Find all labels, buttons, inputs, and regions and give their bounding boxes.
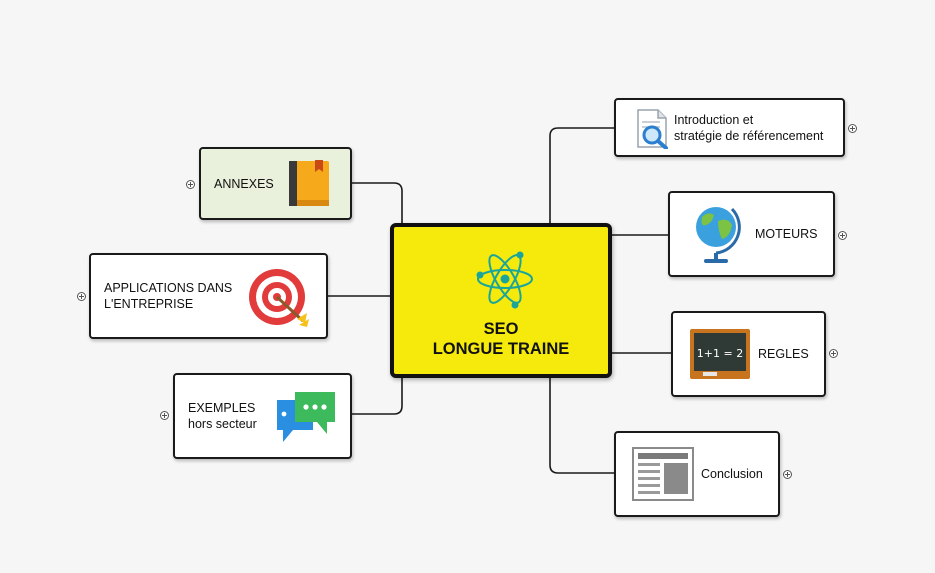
- globe-icon: [696, 207, 741, 263]
- atom-icon: [476, 251, 533, 309]
- topic-label-line: ANNEXES: [214, 176, 274, 191]
- topic-label-line: Introduction et: [674, 112, 754, 127]
- topic-label: ANNEXES: [214, 176, 274, 192]
- document-search-icon: [637, 109, 668, 149]
- topic-label: Introduction et stratégie de référenceme…: [674, 112, 823, 144]
- book-icon: [289, 160, 329, 206]
- target-icon: [249, 269, 309, 327]
- topic-moteurs[interactable]: MOTEURS: [668, 191, 835, 277]
- topic-label: Conclusion: [701, 466, 763, 482]
- topic-applications[interactable]: APPLICATIONS DANS L'ENTREPRISE: [89, 253, 328, 339]
- topic-label-line: APPLICATIONS DANS: [104, 281, 233, 295]
- topic-label: MOTEURS: [755, 226, 818, 242]
- topic-label-line: stratégie de référencement: [674, 128, 824, 143]
- topic-label-line: MOTEURS: [755, 227, 818, 241]
- expand-toggle-conclusion[interactable]: [783, 470, 792, 479]
- chat-bubbles-icon: [277, 392, 335, 442]
- topic-regles[interactable]: 1+1 = 2 REGLES: [671, 311, 826, 397]
- topic-label: REGLES: [758, 346, 809, 362]
- topic-annexes[interactable]: ANNEXES: [199, 147, 352, 220]
- chalkboard-icon: 1+1 = 2: [690, 329, 750, 379]
- central-title-line-2: LONGUE TRAINE: [432, 340, 570, 358]
- central-title: SEO LONGUE TRAINE: [394, 319, 608, 359]
- expand-toggle-exemples[interactable]: [160, 411, 169, 420]
- expand-toggle-regles[interactable]: [829, 349, 838, 358]
- topic-introduction[interactable]: Introduction et stratégie de référenceme…: [614, 98, 845, 157]
- topic-label-line: EXEMPLES: [188, 401, 256, 415]
- central-topic[interactable]: SEO LONGUE TRAINE: [390, 223, 612, 378]
- expand-toggle-moteurs[interactable]: [838, 231, 847, 240]
- chalk-text: 1+1 = 2: [697, 347, 743, 360]
- expand-toggle-annexes[interactable]: [186, 180, 195, 189]
- topic-label-line: L'ENTREPRISE: [104, 297, 194, 311]
- topic-label-line: Conclusion: [701, 467, 763, 481]
- central-title-line-1: SEO: [483, 320, 519, 338]
- topic-exemples[interactable]: EXEMPLES hors secteur: [173, 373, 352, 459]
- topic-label-line: REGLES: [758, 347, 809, 361]
- expand-toggle-applications[interactable]: [77, 292, 86, 301]
- expand-toggle-introduction[interactable]: [848, 124, 857, 133]
- topic-label: APPLICATIONS DANS L'ENTREPRISE: [104, 280, 232, 312]
- newspaper-icon: [632, 447, 694, 501]
- topic-label-line: hors secteur: [188, 417, 257, 431]
- topic-label: EXEMPLES hors secteur: [188, 400, 257, 432]
- topic-conclusion[interactable]: Conclusion: [614, 431, 780, 517]
